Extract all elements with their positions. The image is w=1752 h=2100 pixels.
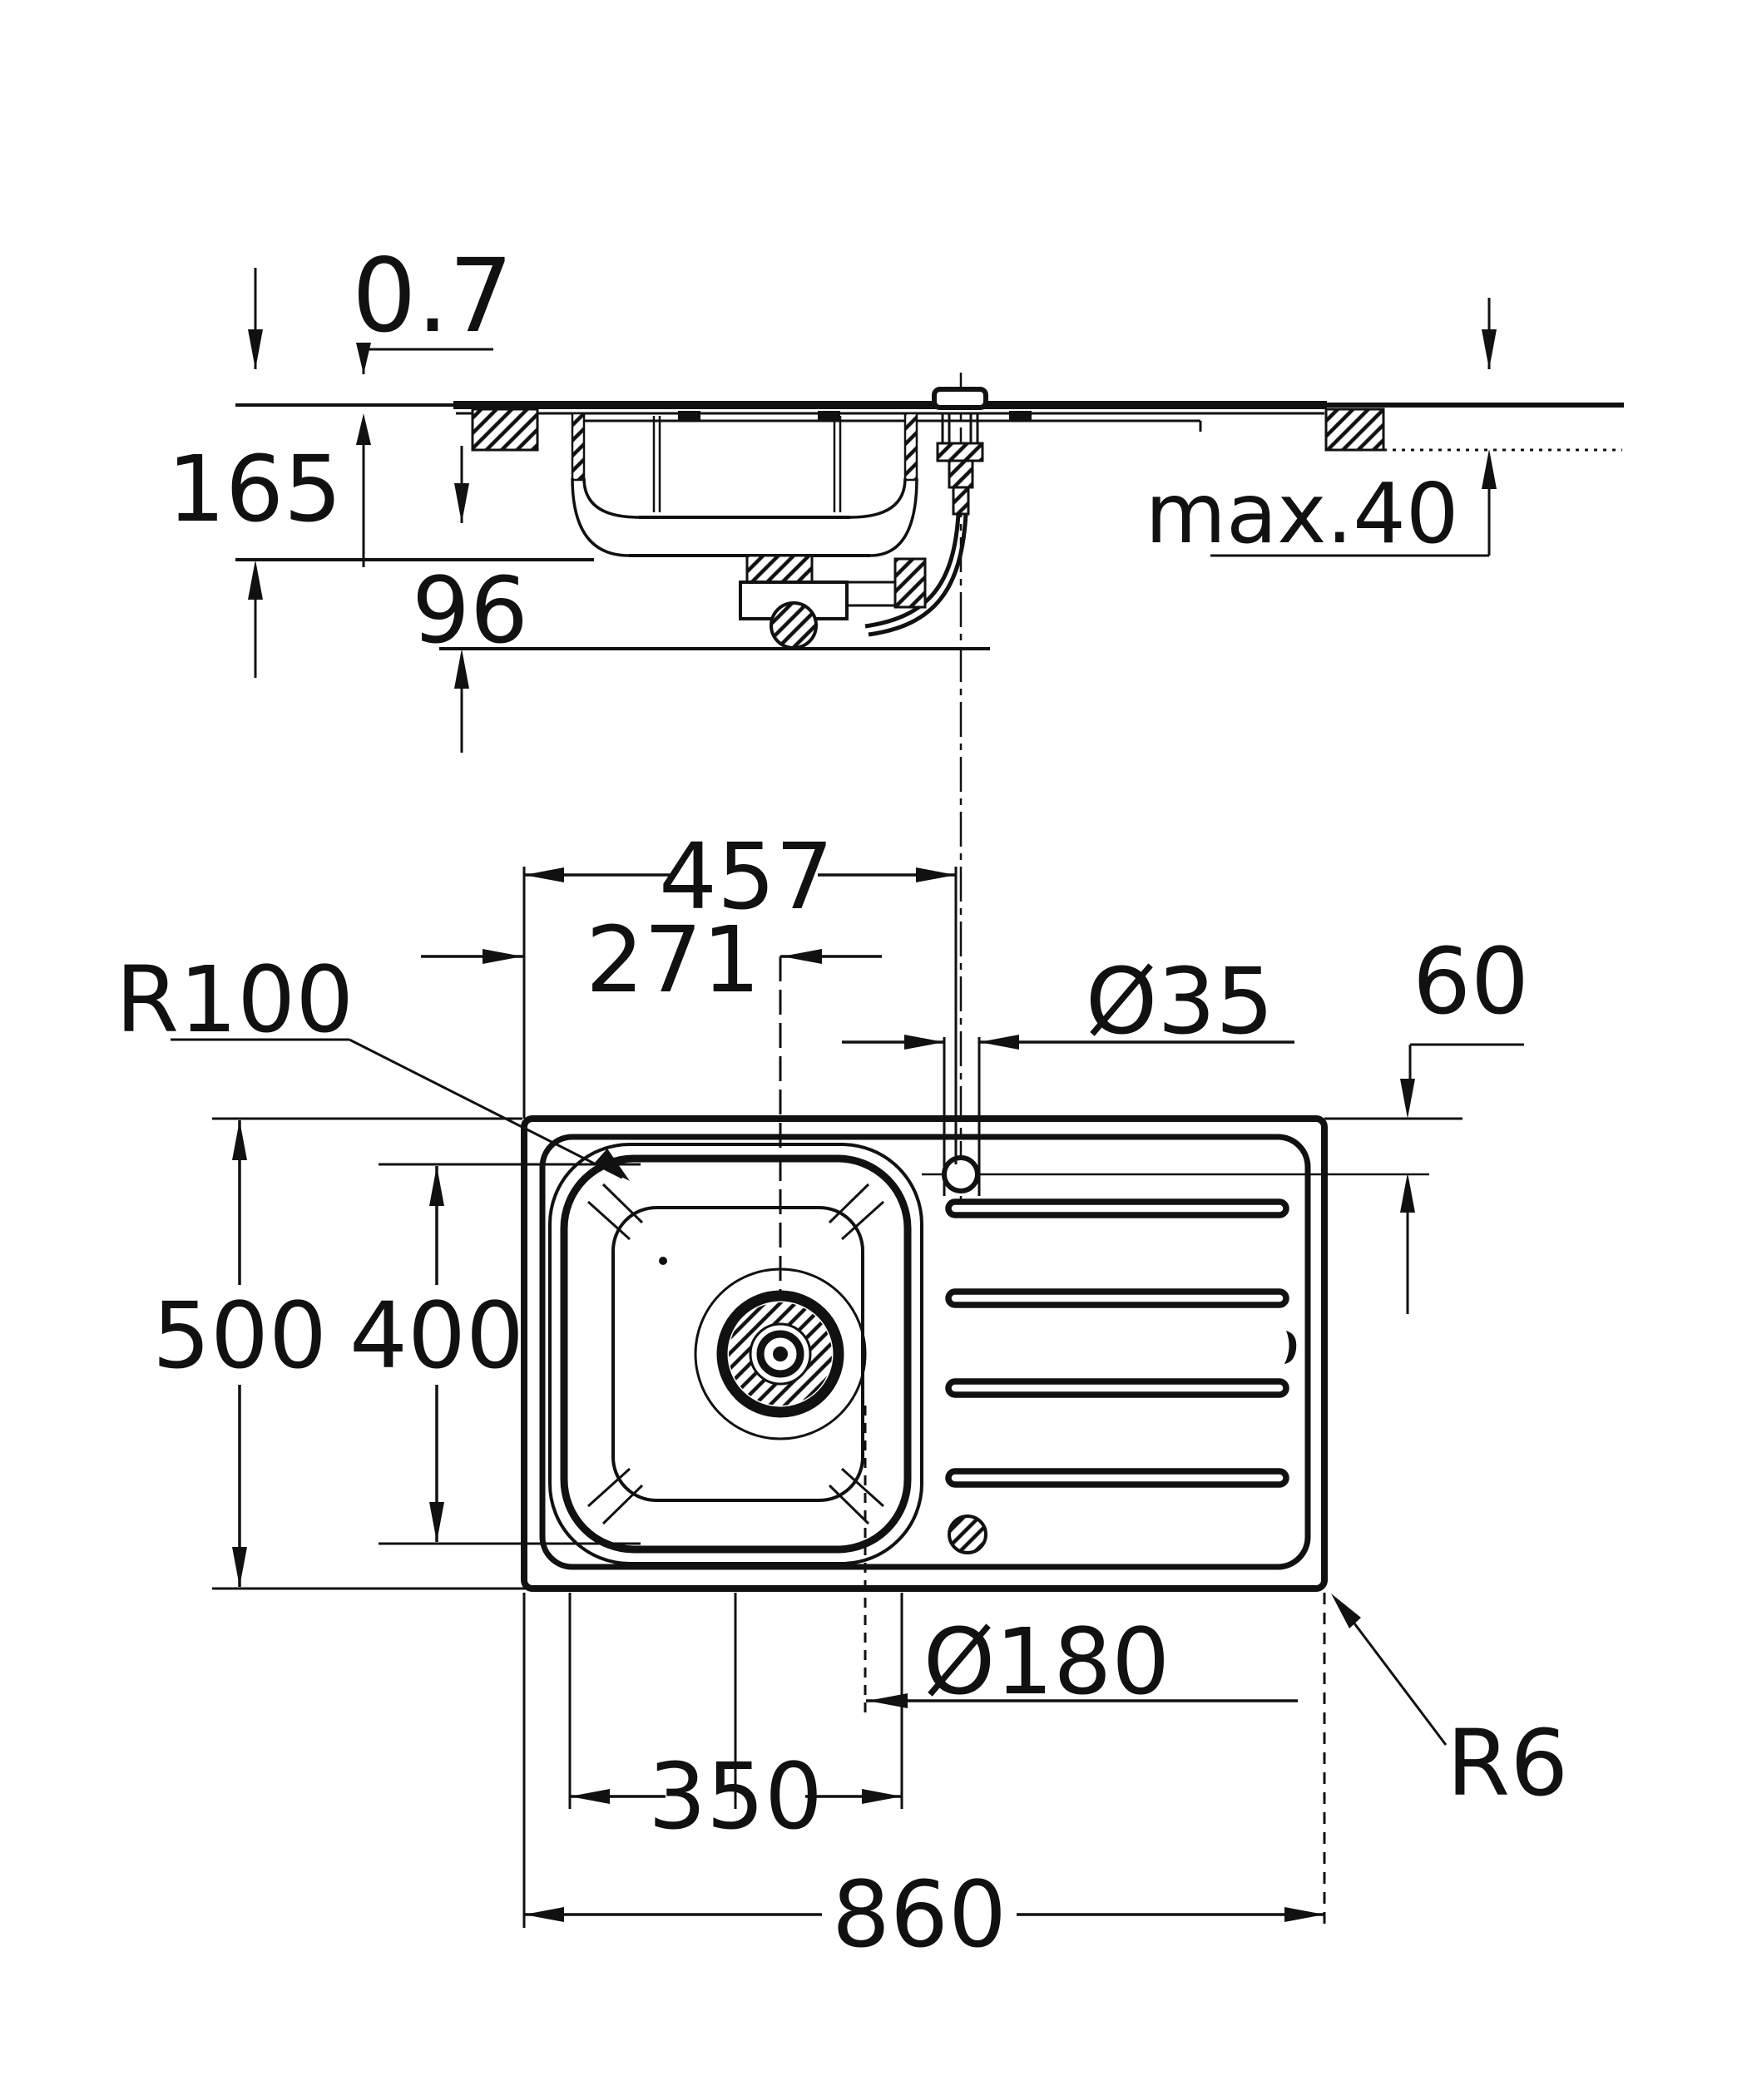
dim-sheet-thickness: 0.7: [352, 237, 513, 355]
plan-view: [521, 1037, 1429, 1592]
bowl-wall-right: [903, 412, 918, 482]
dim-overall-depth: 500: [152, 1282, 327, 1389]
drainboard-groove: [945, 1378, 1289, 1398]
drainboard-groove: [945, 1198, 1289, 1218]
dim-96-arrow-bottom: [454, 649, 469, 689]
countertop-block-left: [471, 408, 539, 452]
rim-clip: [678, 411, 700, 421]
dim-500-arrow-bottom: [232, 1547, 247, 1587]
rim-clip: [1009, 411, 1032, 421]
dim-400-arrow-bottom: [429, 1502, 444, 1542]
dim-tap-hole-diameter: Ø35: [1086, 948, 1274, 1055]
bowl-corner-facet: [840, 1200, 885, 1241]
dim-271-arrow-left: [483, 949, 522, 964]
r6-leader: [1338, 1603, 1448, 1746]
bowl-inner-corner-left: [582, 477, 640, 519]
tap-supply-hose: [868, 513, 968, 637]
drain-strainer: [745, 554, 814, 584]
tap-hose-connector: [952, 486, 970, 516]
dim-bowl-cutout-width: 350: [648, 1743, 823, 1850]
tap-cap: [932, 387, 988, 410]
r6-leader-arrowhead: [1331, 1594, 1361, 1628]
dim-o180-arrow: [868, 1693, 908, 1708]
dim-bowl-depth: 165: [167, 436, 342, 542]
dim-457-arrow-left: [524, 867, 564, 882]
bowl-corner-facet: [586, 1200, 631, 1241]
drainboard-inner-edge: [539, 1134, 1311, 1570]
dim-drain-recess-diameter: Ø180: [923, 1608, 1170, 1715]
dim-860-arrow-right: [1284, 1907, 1324, 1922]
dim-400-arrow-top: [429, 1166, 444, 1206]
dim-271-arrow-right: [782, 949, 822, 964]
drainboard-drain-hole: [948, 1514, 987, 1554]
r100-leader: [349, 1038, 623, 1179]
bowl-corner-facet: [840, 1467, 885, 1508]
spot-artifact: [659, 1257, 667, 1265]
drain-trap-flange: [770, 601, 818, 650]
dim-bowl-corner-radius: R100: [116, 946, 354, 1053]
dim-0-7-arrow-bottom: [356, 413, 371, 445]
dim-overall-width: 860: [832, 1861, 1007, 1968]
bowl-wall-left: [571, 412, 586, 482]
dim-457-arrow-right: [916, 867, 956, 882]
r100-leader-arrowhead: [594, 1149, 630, 1181]
drain-plug-center: [773, 1346, 788, 1361]
bowl-inner-corner-right: [849, 477, 907, 519]
bowl-corner-facet: [601, 1183, 644, 1224]
countertop-block-right: [1324, 408, 1385, 452]
dim-tap-offset: 60: [1413, 928, 1529, 1035]
dim-0-7-arrow-top: [356, 343, 371, 374]
bowl-outer-corner-right: [869, 477, 918, 557]
tap-hole: [942, 1155, 980, 1193]
dim-350-arrow-left: [570, 1789, 610, 1804]
dim-60-arrow-top: [1400, 1079, 1415, 1119]
section-view: [235, 373, 1624, 1216]
dim-165-arrow-top: [248, 329, 263, 369]
dim-860-arrow-left: [524, 1907, 564, 1922]
rim-clip: [818, 411, 840, 421]
dim-tap-from-left: 457: [659, 823, 834, 930]
drainboard-groove: [945, 1288, 1289, 1308]
dim-outer-corner-radius: R6: [1447, 1710, 1568, 1816]
sink-outline: [521, 1115, 1328, 1592]
drain-outlet: [893, 557, 927, 609]
dim-drain-clearance: 96: [412, 557, 528, 664]
bowl-floor-edge: [611, 1206, 864, 1502]
dim-60-arrow-bottom: [1400, 1173, 1415, 1213]
bowl-outer-corner-left: [571, 477, 630, 557]
dim-drain-from-left: 271: [586, 907, 760, 1013]
drain-hatched-ring: [729, 1302, 833, 1406]
tap-supply-hose: [864, 513, 961, 629]
dim-96-arrow-top: [454, 483, 469, 523]
dim-max40-arrow-top: [1482, 329, 1497, 369]
brand-mark: [1284, 1331, 1297, 1364]
dimension-arrows: [232, 329, 1497, 1922]
dim-500-arrow-top: [232, 1120, 247, 1160]
bowl-corner-facet: [828, 1183, 870, 1224]
dim-o35-arrow-left: [904, 1035, 944, 1050]
bowl-corner-facet: [601, 1484, 644, 1525]
tap-mounting-nut: [936, 442, 984, 462]
bowl-corner-facet: [828, 1484, 870, 1525]
dim-o35-arrow-right: [979, 1035, 1019, 1050]
tap-hose-connector: [948, 459, 974, 489]
dim-165-arrow-bottom: [248, 560, 263, 600]
dim-countertop-max: max.40: [1146, 465, 1459, 562]
dim-max40-arrow-bottom: [1482, 449, 1497, 489]
dim-bowl-cutout-depth: 400: [349, 1282, 524, 1389]
dim-350-arrow-right: [862, 1789, 902, 1804]
drainboard-groove: [945, 1468, 1289, 1488]
bowl-corner-facet: [586, 1467, 631, 1508]
